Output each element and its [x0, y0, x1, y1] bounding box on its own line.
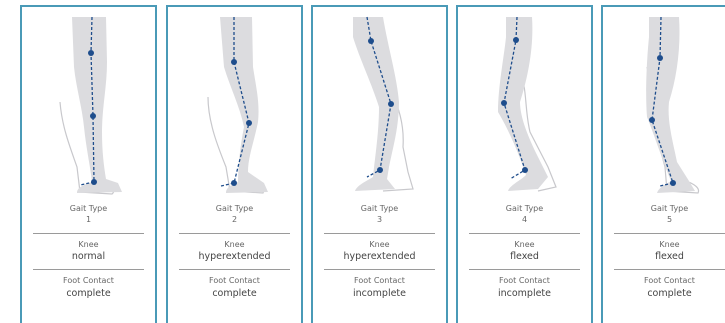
- leg-shape: [72, 17, 122, 193]
- ankle-joint: [231, 180, 237, 186]
- hip-joint: [231, 59, 237, 65]
- divider: [324, 269, 435, 270]
- gait-type-label: Gait Type: [603, 205, 725, 213]
- gait-type-label: Gait Type: [313, 205, 446, 213]
- knee-value: flexed: [458, 252, 591, 262]
- knee-joint: [90, 113, 96, 119]
- leg-illustration-3: [313, 7, 448, 202]
- foot-contact-value: complete: [22, 289, 155, 299]
- gait-type-value: 1: [22, 216, 155, 224]
- gait-type-label: Gait Type: [168, 205, 301, 213]
- divider: [33, 269, 144, 270]
- foot-contact-value: incomplete: [458, 289, 591, 299]
- gait-card-5: Gait Type 5 Knee flexed Foot Contact com…: [601, 5, 725, 323]
- knee-value: flexed: [603, 252, 725, 262]
- knee-label: Knee: [168, 241, 301, 249]
- knee-label: Knee: [458, 241, 591, 249]
- leg-shape: [646, 17, 695, 193]
- divider: [179, 233, 290, 234]
- knee-joint: [501, 100, 507, 106]
- divider: [469, 269, 580, 270]
- gait-type-value: 3: [313, 216, 446, 224]
- hip-joint: [657, 55, 663, 61]
- knee-joint: [388, 101, 394, 107]
- knee-value: normal: [22, 252, 155, 262]
- leg-shape: [220, 17, 268, 193]
- foot-contact-label: Foot Contact: [313, 277, 446, 285]
- gait-type-value: 2: [168, 216, 301, 224]
- ankle-joint: [522, 167, 528, 173]
- knee-joint: [649, 117, 655, 123]
- foot-contact-label: Foot Contact: [22, 277, 155, 285]
- leg-illustration-2: [168, 7, 303, 202]
- knee-label: Knee: [603, 241, 725, 249]
- knee-value: hyperextended: [168, 252, 301, 262]
- knee-label: Knee: [22, 241, 155, 249]
- divider: [614, 269, 725, 270]
- ankle-joint: [377, 167, 383, 173]
- knee-joint: [246, 120, 252, 126]
- gait-type-value: 5: [603, 216, 725, 224]
- foot-contact-value: incomplete: [313, 289, 446, 299]
- divider: [614, 233, 725, 234]
- hip-joint: [88, 50, 94, 56]
- knee-label: Knee: [313, 241, 446, 249]
- gait-card-1: Gait Type 1 Knee normal Foot Contact com…: [20, 5, 157, 323]
- gait-card-2: Gait Type 2 Knee hyperextended Foot Cont…: [166, 5, 303, 323]
- foot-contact-label: Foot Contact: [168, 277, 301, 285]
- gait-type-label: Gait Type: [22, 205, 155, 213]
- divider: [179, 269, 290, 270]
- divider: [33, 233, 144, 234]
- gait-card-4: Gait Type 4 Knee flexed Foot Contact inc…: [456, 5, 593, 323]
- divider: [469, 233, 580, 234]
- gait-type-value: 4: [458, 216, 591, 224]
- hip-joint: [368, 38, 374, 44]
- foot-contact-value: complete: [603, 289, 725, 299]
- gait-type-label: Gait Type: [458, 205, 591, 213]
- divider: [324, 233, 435, 234]
- foot-contact-value: complete: [168, 289, 301, 299]
- hip-joint: [513, 37, 519, 43]
- knee-value: hyperextended: [313, 252, 446, 262]
- leg-illustration-4: [458, 7, 593, 202]
- gait-card-3: Gait Type 3 Knee hyperextended Foot Cont…: [311, 5, 448, 323]
- leg-illustration-5: [603, 7, 725, 202]
- leg-illustration-1: [22, 7, 157, 202]
- foot-contact-label: Foot Contact: [458, 277, 591, 285]
- ankle-joint: [670, 180, 676, 186]
- foot-contact-label: Foot Contact: [603, 277, 725, 285]
- ankle-joint: [91, 179, 97, 185]
